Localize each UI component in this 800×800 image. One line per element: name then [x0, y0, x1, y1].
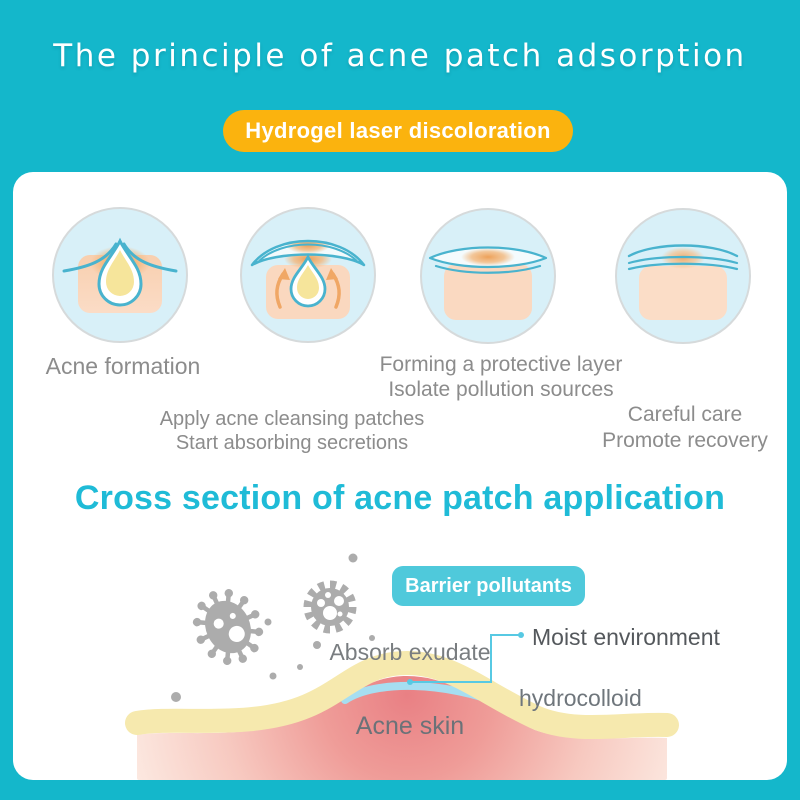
acne-skin-label: Acne skin — [355, 712, 465, 740]
moist-environment-label: Moist environment — [532, 624, 720, 650]
caption-line: Acne formation — [45, 353, 201, 379]
cross-section-illustration — [125, 553, 679, 780]
caption-acne-formation: Acne formation — [23, 354, 223, 379]
caption-line: Promote recovery — [602, 429, 768, 452]
germ-gear-icon — [303, 580, 357, 634]
absorb-exudate-label: Absorb exudate — [329, 639, 491, 665]
barrier-pollutants-badge: Barrier pollutants — [392, 566, 585, 606]
moist-connector-line — [407, 632, 524, 685]
page-title: The principle of acne patch adsorption — [53, 38, 747, 74]
caption-apply-patch: Apply acne cleansing patches Start absor… — [142, 407, 442, 455]
stage-circle-acne-formation — [52, 207, 188, 343]
caption-line: Careful care — [627, 403, 743, 426]
caption-line: Forming a protective layer — [379, 353, 623, 376]
caption-recovery: Careful care Promote recovery — [560, 402, 800, 454]
caption-line: Isolate pollution sources — [388, 378, 614, 401]
recovery-icon — [627, 244, 739, 320]
acne-formation-icon — [62, 237, 178, 313]
stage-circle-protective-layer — [420, 208, 556, 344]
apply-patch-icon — [250, 239, 366, 319]
stage-circle-apply-patch — [240, 207, 376, 343]
cross-section-title: Cross section of acne patch application — [74, 479, 726, 517]
barrier-badge-label: Barrier pollutants — [405, 574, 572, 597]
stage-circle-recovery — [615, 208, 751, 344]
virus-icon — [192, 588, 264, 666]
protective-layer-icon — [428, 246, 548, 320]
caption-protective-layer: Forming a protective layer Isolate pollu… — [351, 352, 651, 402]
acne-skin-shape — [137, 676, 667, 780]
hydrogel-badge: Hydrogel laser discoloration — [223, 110, 573, 152]
hydrogel-badge-label: Hydrogel laser discoloration — [245, 118, 551, 143]
caption-line: Apply acne cleansing patches — [159, 408, 425, 430]
hydrocolloid-band-shape — [125, 650, 679, 740]
caption-line: Start absorbing secretions — [175, 432, 409, 454]
particle-dot-icon — [171, 553, 375, 702]
hydrocolloid-label: hydrocolloid — [519, 685, 642, 711]
